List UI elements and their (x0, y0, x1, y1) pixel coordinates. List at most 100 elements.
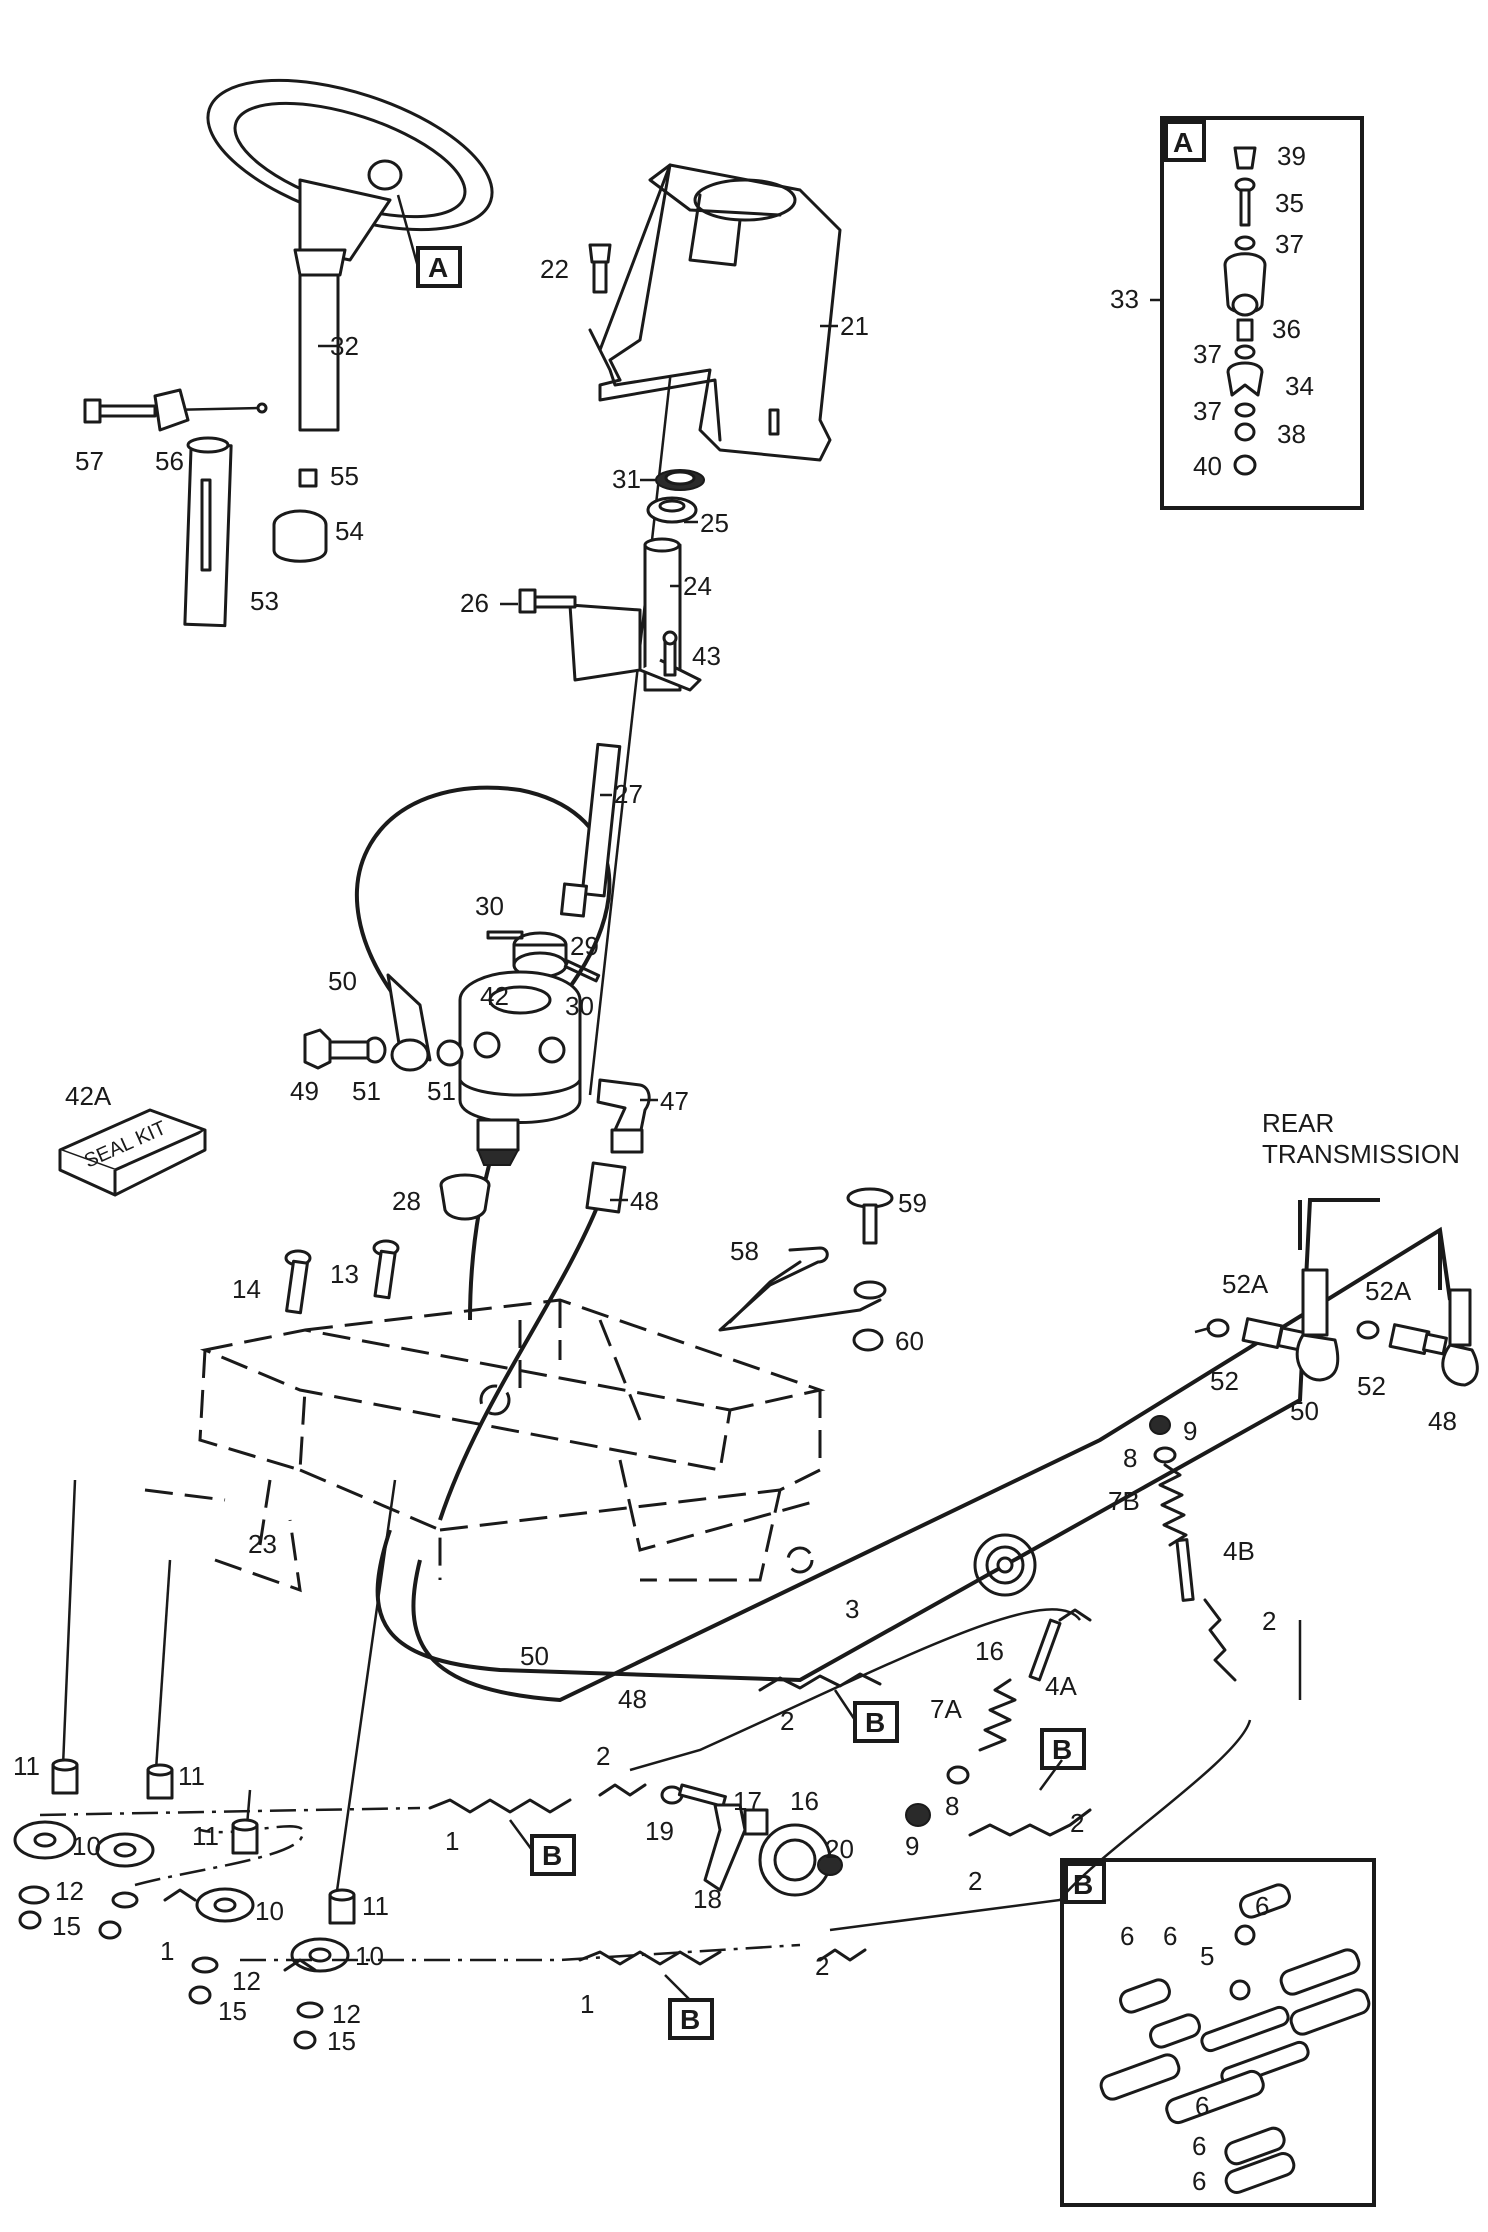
label-8-b: 8 (945, 1791, 959, 1821)
label-11-b: 11 (178, 1761, 205, 1791)
label-2-a: 2 (1262, 1606, 1276, 1636)
label-53: 53 (250, 586, 279, 616)
left-sprockets (13, 1758, 356, 2050)
label-23: 23 (248, 1529, 277, 1559)
label-43: 43 (692, 641, 721, 671)
label-35: 35 (1275, 188, 1304, 218)
label-26: 26 (460, 588, 489, 618)
part-labels: 32 57 56 55 54 53 22 21 31 25 24 26 43 2… (13, 141, 1457, 2196)
label-leaders (318, 298, 1211, 1334)
assembly-lines (60, 199, 1302, 1932)
inset-a-title: A (1173, 127, 1193, 158)
label-52-a: 52 (1210, 1366, 1239, 1396)
label-2-c: 2 (596, 1741, 610, 1771)
label-39: 39 (1277, 141, 1306, 171)
label-15-a: 15 (52, 1911, 81, 1941)
label-10-a: 10 (72, 1831, 101, 1861)
label-37-a: 37 (1275, 229, 1304, 259)
bushing-28 (439, 1173, 491, 1221)
label-6-b: 6 (1120, 1921, 1134, 1951)
seal-kit-box: SEAL KIT (58, 1108, 207, 1197)
label-8-a: 8 (1123, 1443, 1137, 1473)
label-33: 33 (1110, 284, 1139, 314)
label-52A-b: 52A (1365, 1276, 1412, 1306)
label-15-c: 15 (327, 2026, 356, 2056)
label-25: 25 (700, 508, 729, 538)
shaft-27 (559, 742, 622, 918)
label-15-b: 15 (218, 1996, 247, 2026)
fittings-49-51 (303, 973, 464, 1072)
label-9-a: 9 (1183, 1416, 1197, 1446)
chassis-frame (144, 1298, 826, 1593)
label-16-b: 16 (790, 1786, 819, 1816)
label-6-a: 6 (1255, 1891, 1269, 1921)
label-37-c: 37 (1193, 396, 1222, 426)
label-9-b: 9 (905, 1831, 919, 1861)
label-55: 55 (330, 461, 359, 491)
label-29: 29 (570, 931, 599, 961)
label-20: 20 (825, 1834, 854, 1864)
label-22: 22 (540, 254, 569, 284)
label-34: 34 (1285, 371, 1314, 401)
bushings-and-bracket (518, 469, 705, 692)
label-51-a: 51 (352, 1076, 381, 1106)
label-10-b: 10 (255, 1896, 284, 1926)
label-59: 59 (898, 1188, 927, 1218)
label-2-d: 2 (1070, 1808, 1084, 1838)
ref-b-label-2: B (542, 1840, 562, 1871)
svg-text:TRANSMISSION: TRANSMISSION (1262, 1139, 1460, 1169)
label-49: 49 (290, 1076, 319, 1106)
label-7A: 7A (930, 1694, 962, 1724)
label-3: 3 (845, 1594, 859, 1624)
ref-b-label-1: B (865, 1707, 885, 1738)
collar-54 (272, 468, 328, 563)
label-6-e: 6 (1192, 2131, 1206, 2161)
bolt-57 (83, 388, 190, 432)
sprocket-16-top (973, 1533, 1037, 1597)
label-2-f: 2 (815, 1951, 829, 1981)
label-58: 58 (730, 1236, 759, 1266)
label-37-b: 37 (1193, 339, 1222, 369)
tensioner-right (1149, 1415, 1237, 1682)
label-11-a: 11 (13, 1751, 40, 1781)
hydraulic-hoses (354, 785, 1452, 1703)
label-6-f: 6 (1192, 2166, 1206, 2196)
label-1-b: 1 (160, 1936, 174, 1966)
label-6-c: 6 (1163, 1921, 1177, 1951)
inset-a-panel: A (1160, 116, 1364, 510)
label-50-b: 50 (1290, 1396, 1319, 1426)
label-48-b: 48 (1428, 1406, 1457, 1436)
console-bracket (588, 163, 842, 462)
label-42A: 42A (65, 1081, 112, 1111)
label-42: 42 (480, 981, 509, 1011)
bolt-22 (588, 243, 612, 294)
inset-b-title: B (1073, 1869, 1093, 1900)
chain-segments (163, 1608, 1092, 1972)
label-50-a: 50 (328, 966, 357, 996)
label-18: 18 (693, 1884, 722, 1914)
steering-tube-53 (183, 436, 233, 628)
idler-assembly (660, 1783, 843, 1897)
label-2-e: 2 (968, 1866, 982, 1896)
label-52A-a: 52A (1222, 1269, 1269, 1299)
chain-routing (39, 1806, 801, 1962)
label-27: 27 (614, 779, 643, 809)
label-30-b: 30 (565, 991, 594, 1021)
label-51-b: 51 (427, 1076, 456, 1106)
label-17: 17 (733, 1786, 762, 1816)
label-10-c: 10 (355, 1941, 384, 1971)
label-28: 28 (392, 1186, 421, 1216)
label-30-a: 30 (475, 891, 504, 921)
steering-unit-42 (458, 970, 582, 1166)
label-1-a: 1 (445, 1826, 459, 1856)
label-11-c: 11 (192, 1821, 219, 1851)
label-6-d: 6 (1195, 2091, 1209, 2121)
label-48-a: 48 (630, 1186, 659, 1216)
rear-transmission-label: REAR TRANSMISSION (1262, 1108, 1460, 1169)
label-57: 57 (75, 446, 104, 476)
label-14: 14 (232, 1274, 261, 1304)
label-24: 24 (683, 571, 712, 601)
label-12-c: 12 (332, 1999, 361, 2029)
label-16-a: 16 (975, 1636, 1004, 1666)
